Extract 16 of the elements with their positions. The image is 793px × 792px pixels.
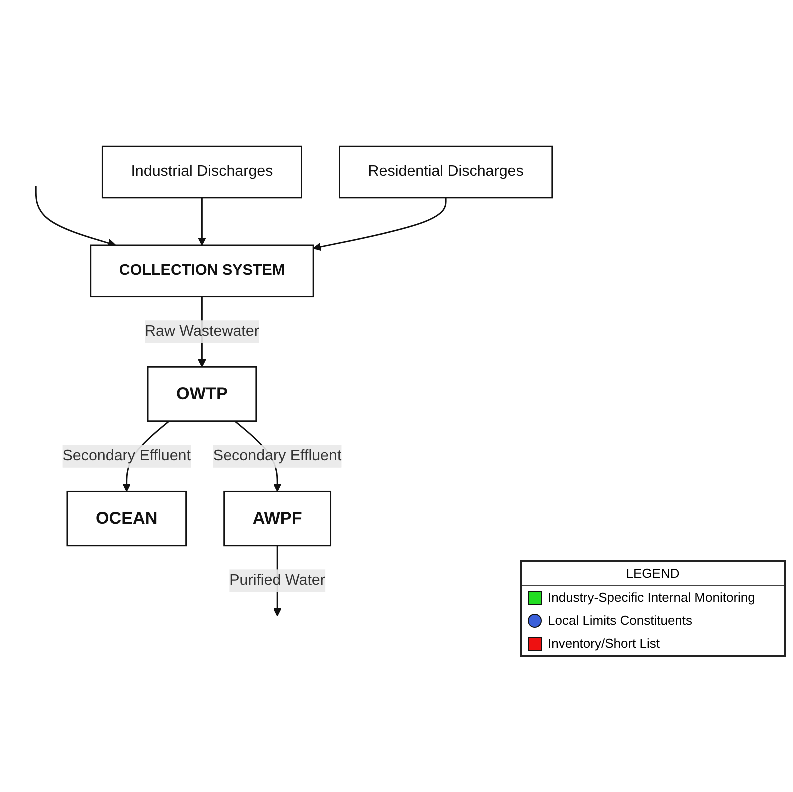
process-box: AWPF <box>224 491 332 547</box>
edge-label: Raw Wastewater <box>145 320 260 344</box>
arrow <box>198 198 206 246</box>
arrow <box>313 198 447 252</box>
legend-title: LEGEND <box>522 562 784 586</box>
edge-label: Purified Water <box>230 570 326 593</box>
process-box: Residential Discharges <box>339 146 554 199</box>
legend-text: Inventory/Short List <box>548 636 660 651</box>
process-box: OCEAN <box>66 491 187 547</box>
edge-label: Secondary Effluent <box>213 445 342 468</box>
process-box: COLLECTION SYSTEM <box>90 245 314 298</box>
process-box: OWTP <box>147 366 258 422</box>
legend-text: Industry-Specific Internal Monitoring <box>548 590 756 605</box>
legend-text: Local Limits Constituents <box>548 613 693 628</box>
edge-label: Secondary Effluent <box>62 445 191 468</box>
process-box: Industrial Discharges <box>102 146 302 199</box>
